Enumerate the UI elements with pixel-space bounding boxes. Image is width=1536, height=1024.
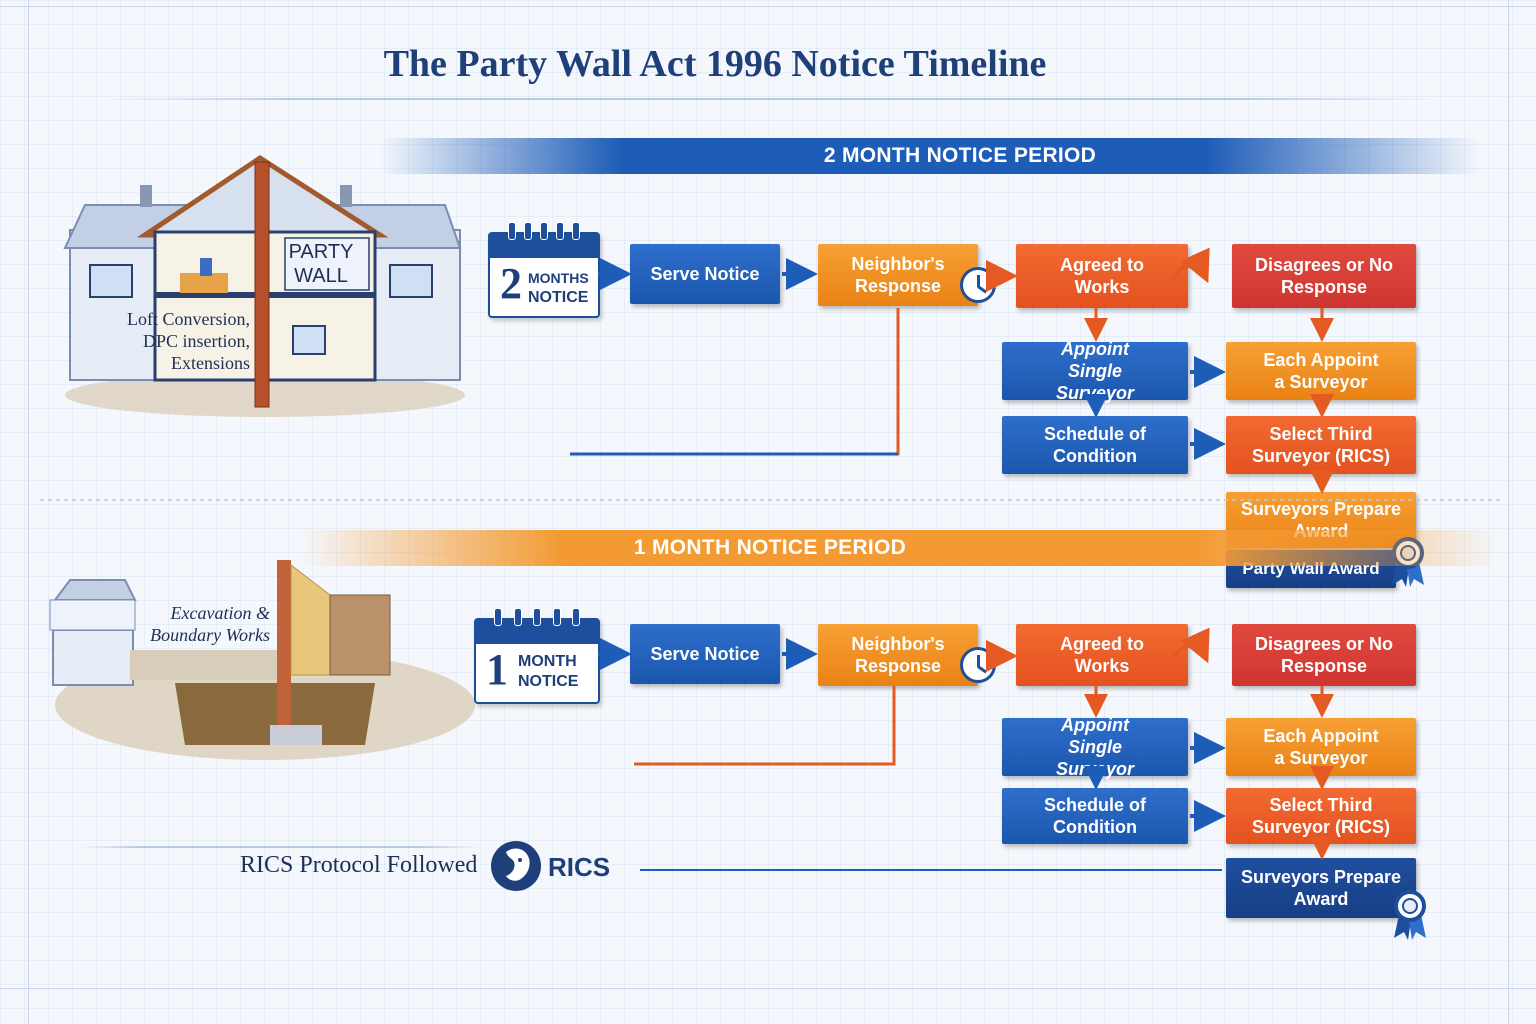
award-ribbon-icon: [1394, 890, 1426, 940]
footer-rule-left: [80, 846, 480, 848]
rics-protocol-label: RICS Protocol Followed: [240, 852, 478, 878]
title-rule: [100, 98, 1440, 100]
rics-lion-logo-icon: [491, 841, 541, 891]
calendar-1-line2: NOTICE: [518, 673, 579, 690]
select-third-surveyor-1m: Select Third Surveyor (RICS): [1226, 788, 1416, 844]
disagrees-2m: Disagrees or No Response: [1232, 244, 1416, 308]
calendar-2-line2: NOTICE: [528, 289, 589, 306]
schedule-of-condition-1m: Schedule of Condition: [1002, 788, 1188, 844]
frame-line-bottom: [0, 988, 1536, 989]
page-title: The Party Wall Act 1996 Notice Timeline: [383, 43, 1047, 85]
works-2m-line2: DPC insertion,: [142, 331, 250, 351]
frame-line-top: [0, 6, 1536, 7]
each-appoint-surveyor-2m: Each Appoint a Surveyor: [1226, 342, 1416, 400]
works-2m-line1: Loft Conversion,: [127, 309, 250, 329]
connectors-1m: [598, 627, 1334, 871]
rics-logo-text: RICS: [548, 852, 611, 882]
party-wall-label-line2: WALL: [294, 265, 348, 287]
calendar-1-number: 1: [486, 645, 508, 694]
works-1m-line1: Excavation &: [170, 603, 270, 623]
band-2-month: 2 MONTH NOTICE PERIOD: [380, 138, 1480, 174]
agreed-to-works-2m: Agreed to Works: [1016, 244, 1188, 308]
works-label-2m: Loft Conversion, DPC insertion, Extensio…: [80, 308, 250, 374]
excavation-illustration: [49, 560, 475, 760]
party-wall-label: PARTY WALL: [285, 240, 357, 288]
band-1-month: 1 MONTH NOTICE PERIOD: [300, 530, 1500, 566]
frame-line-left: [28, 0, 29, 1024]
calendar-2-line1: MONTHS: [528, 270, 589, 286]
select-third-surveyor-2m: Select Third Surveyor (RICS): [1226, 416, 1416, 474]
serve-notice-1m: Serve Notice: [630, 624, 780, 684]
schedule-of-condition-2m: Schedule of Condition: [1002, 416, 1188, 474]
neighbor-response-2m: Neighbor's Response: [818, 244, 978, 306]
calendar-1-line1: MONTH: [518, 653, 577, 670]
works-label-1m: Excavation & Boundary Works: [110, 602, 270, 646]
house-illustration: [63, 155, 465, 417]
surveyors-prepare-award-1m: Surveyors Prepare Award: [1226, 858, 1416, 918]
disagrees-1m: Disagrees or No Response: [1232, 624, 1416, 686]
calendar-2-number: 2: [500, 259, 522, 308]
appoint-single-surveyor-2m: Appoint Single Surveyor: [1002, 339, 1188, 403]
party-wall-label-line1: PARTY: [288, 241, 354, 263]
agreed-to-works-1m: Agreed to Works: [1016, 624, 1188, 686]
connectors-2m: [40, 247, 1500, 501]
frame-line-right: [1508, 0, 1509, 1024]
works-2m-line3: Extensions: [171, 353, 250, 373]
band-2-month-label: 2 MONTH NOTICE PERIOD: [823, 144, 1097, 167]
works-1m-line2: Boundary Works: [150, 625, 270, 645]
serve-notice-2m: Serve Notice: [630, 244, 780, 304]
calendar-1-month-icon: 1 MONTH NOTICE: [474, 608, 600, 704]
neighbor-response-1m: Neighbor's Response: [818, 624, 978, 686]
band-1-month-label: 1 MONTH NOTICE PERIOD: [633, 536, 907, 559]
calendar-2-months-icon: 2 MONTHS NOTICE: [488, 222, 600, 318]
